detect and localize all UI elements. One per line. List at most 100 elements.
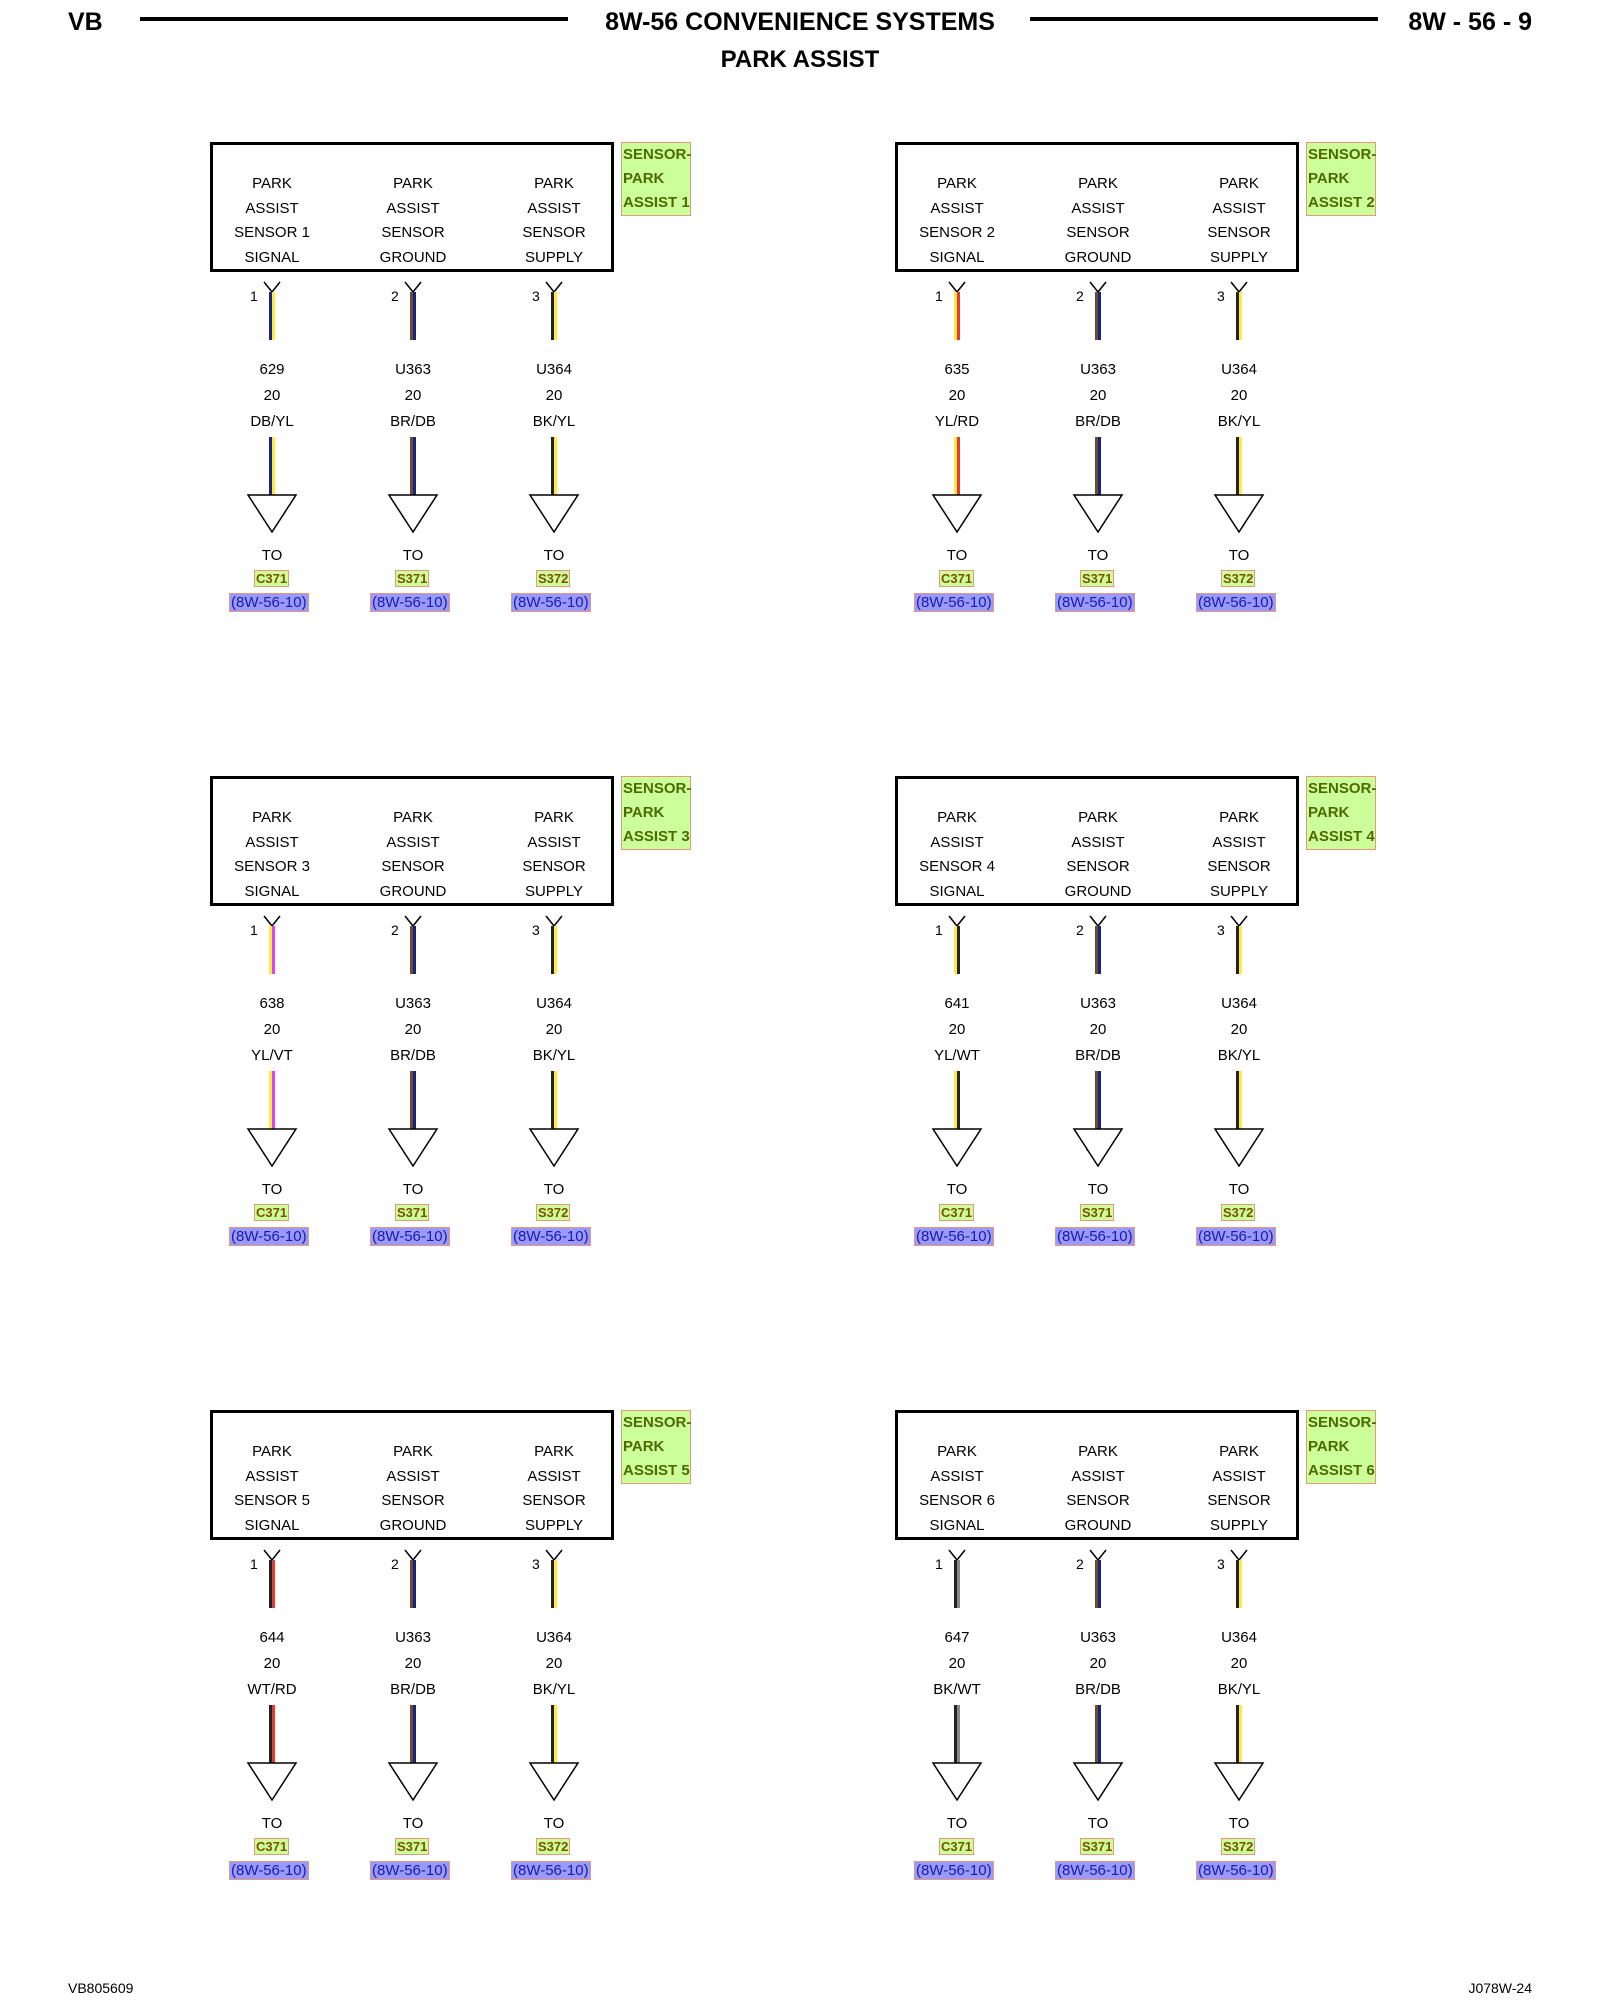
connector-link[interactable]: S372 (1221, 570, 1256, 587)
component-tag-line: PARK (1308, 804, 1350, 821)
connector-link[interactable]: S371 (1080, 1838, 1115, 1855)
page-reference-link[interactable]: (8W-56-10) (370, 1227, 450, 1246)
pin-number: 2 (1076, 288, 1084, 304)
to-label: TO (1087, 1181, 1109, 1198)
wire-segment-lower (1236, 1705, 1239, 1763)
wire-segment-upper (269, 1560, 272, 1608)
connector-link[interactable]: C371 (254, 570, 290, 587)
pin-number: 2 (391, 922, 399, 938)
connector-link[interactable]: S372 (536, 1204, 571, 1221)
wire-gauge: 20 (1230, 1655, 1248, 1672)
page-reference-link[interactable]: (8W-56-10) (370, 593, 450, 612)
wire-gauge: 20 (263, 387, 281, 404)
connector-link[interactable]: S371 (395, 570, 430, 587)
connector-link[interactable]: S371 (395, 1838, 430, 1855)
header-left-code: VB (68, 8, 103, 36)
wiring-graphic (246, 281, 580, 534)
wiring-graphic (246, 1549, 580, 1802)
pin-function-line: ASSIST (386, 199, 440, 217)
connector-fork (545, 915, 555, 927)
pin-function-line: SIGNAL (929, 882, 985, 900)
to-label: TO (1228, 1815, 1250, 1832)
wire-color: YL/RD (934, 413, 980, 430)
pin-function-line: SUPPLY (1209, 1516, 1269, 1534)
page-reference-link[interactable]: (8W-56-10) (1196, 1861, 1276, 1880)
connector-link[interactable]: S371 (1080, 1204, 1115, 1221)
connector-link[interactable]: C371 (939, 1838, 975, 1855)
wire-segment-upper (554, 1560, 557, 1608)
page-reference-link[interactable]: (8W-56-10) (511, 1861, 591, 1880)
wire-gauge: 20 (1089, 387, 1107, 404)
pin-function-line: SENSOR (522, 1492, 586, 1509)
connector-fork (948, 915, 958, 927)
page-reference-link[interactable]: (8W-56-10) (1196, 1227, 1276, 1246)
page-reference-link[interactable]: (8W-56-10) (1055, 593, 1135, 612)
page-reference-link[interactable]: (8W-56-10) (370, 1861, 450, 1880)
connector-link[interactable]: C371 (254, 1204, 290, 1221)
pin-function-line: PARK (937, 809, 977, 826)
connector-fork (404, 1549, 414, 1561)
page-reference-link[interactable]: (8W-56-10) (1055, 1861, 1135, 1880)
component-tag-line: ASSIST 2 (1308, 194, 1375, 211)
connector-link[interactable]: S372 (536, 1838, 571, 1855)
page-reference-link[interactable]: (8W-56-10) (511, 1227, 591, 1246)
circuit-number: U363 (1080, 1629, 1116, 1646)
connector-fork (948, 281, 958, 293)
page-reference-link[interactable]: (8W-56-10) (1196, 593, 1276, 612)
connector-link[interactable]: S372 (1221, 1838, 1256, 1855)
page-reference-link[interactable]: (8W-56-10) (914, 1861, 994, 1880)
pin-function-line: PARK (393, 1443, 433, 1460)
wire-segment-lower (410, 1071, 413, 1129)
page-reference-link[interactable]: (8W-56-10) (229, 593, 309, 612)
page-reference-link[interactable]: (8W-56-10) (229, 1861, 309, 1880)
circuit-number: U364 (1221, 361, 1257, 378)
connector-link[interactable]: S371 (1080, 570, 1115, 587)
wire-gauge: 20 (545, 387, 563, 404)
wire-color: BK/WT (933, 1681, 981, 1698)
wire-segment-lower (1239, 1071, 1242, 1129)
pin-function-line: SENSOR (522, 224, 586, 241)
connector-link[interactable]: S372 (536, 570, 571, 587)
connector-fork (1238, 915, 1248, 927)
connector-link[interactable]: S371 (395, 1204, 430, 1221)
circuit-number: U364 (1221, 1629, 1257, 1646)
connector-link[interactable]: C371 (939, 570, 975, 587)
to-label: TO (543, 1181, 565, 1198)
connector-fork (1097, 915, 1107, 927)
to-label: TO (946, 1815, 968, 1832)
connector-link[interactable]: C371 (254, 1838, 290, 1855)
wire-segment-upper (1236, 926, 1239, 974)
component-tag-line: PARK (623, 170, 665, 187)
page-reference-link[interactable]: (8W-56-10) (914, 593, 994, 612)
wire-segment-upper (1095, 1560, 1098, 1608)
wire-color: BK/YL (532, 1047, 576, 1064)
page-reference-link[interactable]: (8W-56-10) (914, 1227, 994, 1246)
page-reference-link[interactable]: (8W-56-10) (1055, 1227, 1135, 1246)
connector-triangle (1213, 494, 1265, 534)
wire-color: WT/RD (247, 1681, 297, 1698)
wire-segment-lower (1236, 1071, 1239, 1129)
page-reference-link[interactable]: (8W-56-10) (229, 1227, 309, 1246)
connector-link[interactable]: C371 (939, 1204, 975, 1221)
connector-link[interactable]: S372 (1221, 1204, 1256, 1221)
page-reference-link[interactable]: (8W-56-10) (511, 593, 591, 612)
component-tag-line: PARK (623, 804, 665, 821)
wire-segment-upper (1098, 292, 1101, 340)
pin-function-line: SUPPLY (524, 248, 584, 266)
